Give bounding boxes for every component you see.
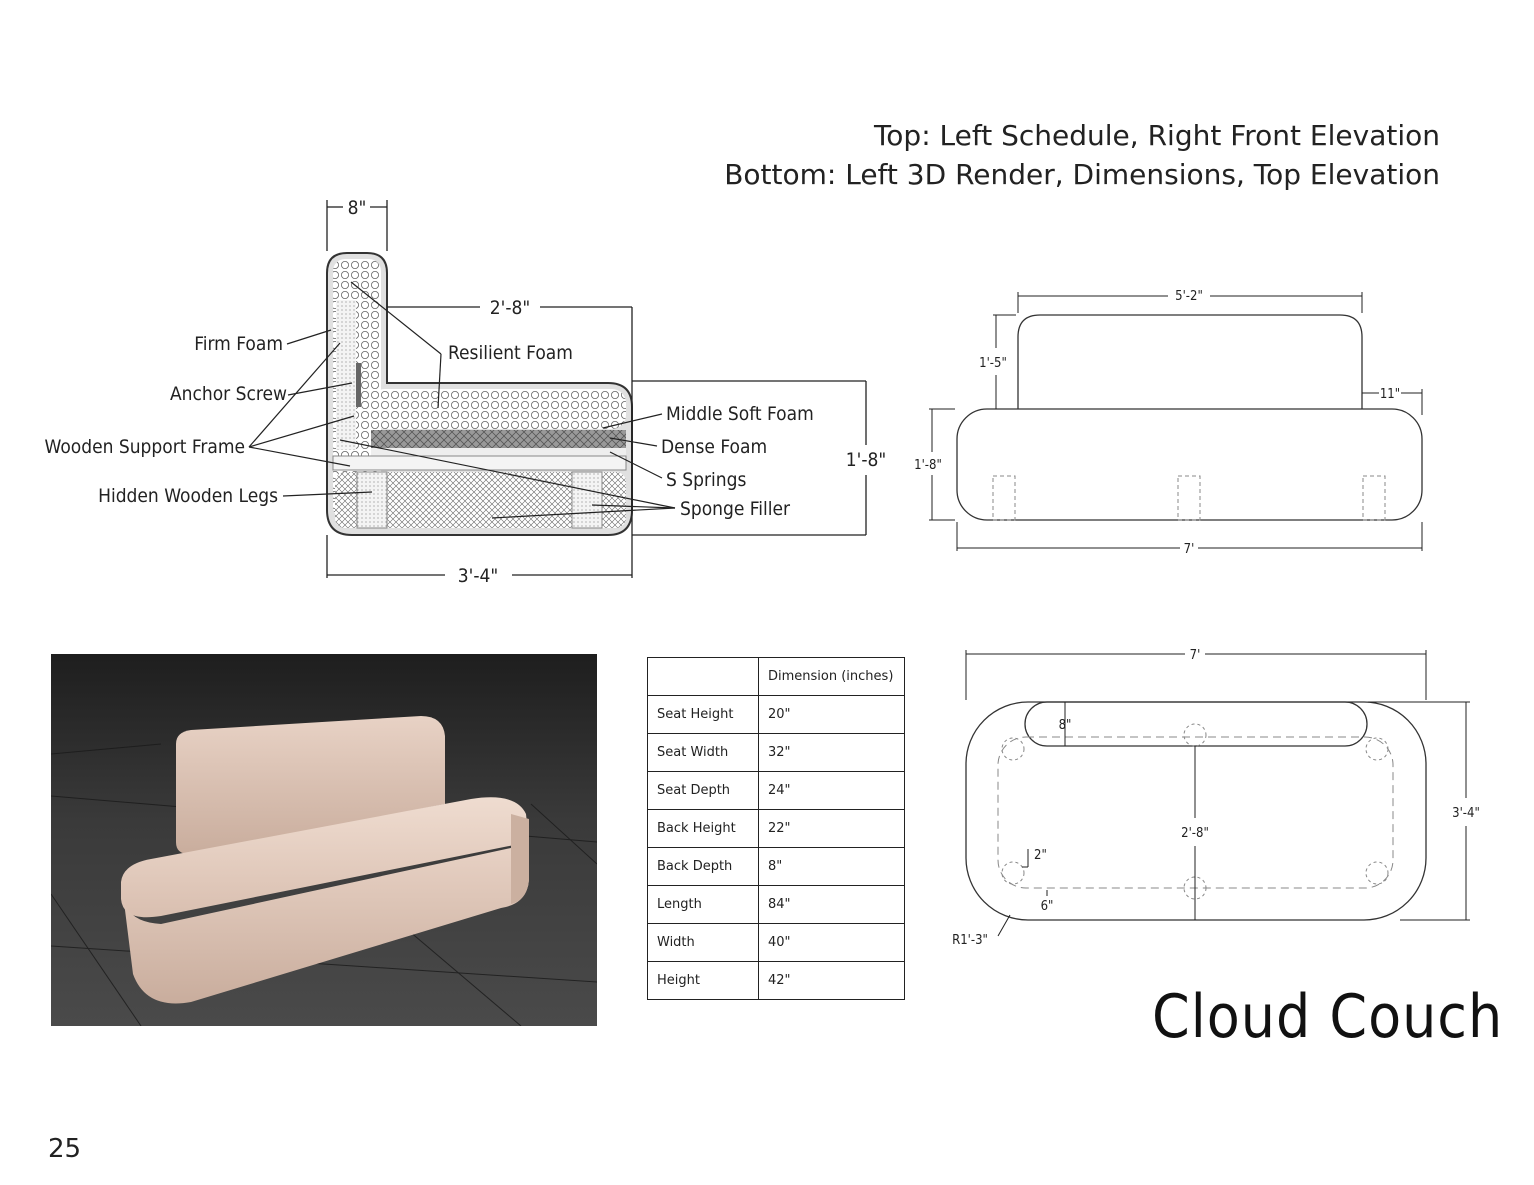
front-dim-7: 7': [1184, 542, 1195, 557]
dim-1-8-label: 1'-8": [846, 449, 886, 471]
row-label: Width: [647, 923, 759, 962]
top-dim-8: 8": [1059, 718, 1072, 733]
top-back-outline: [1024, 701, 1368, 747]
page-header: Top: Left Schedule, Right Front Elevatio…: [724, 116, 1440, 194]
dense-foam-band: [371, 430, 626, 448]
row-label: Back Depth: [647, 847, 759, 886]
row-label: Seat Height: [647, 695, 759, 734]
table-header-dimension: Dimension (inches): [758, 657, 905, 696]
row-label: Height: [647, 961, 759, 1000]
label-hidden-wooden-legs: Hidden Wooden Legs: [98, 485, 278, 507]
label-dense-foam: Dense Foam: [661, 436, 767, 458]
row-label: Length: [647, 885, 759, 924]
row-label: Seat Width: [647, 733, 759, 772]
front-dim-11: 11": [1380, 387, 1400, 402]
label-sponge-filler: Sponge Filler: [680, 498, 791, 520]
row-value: 42": [758, 961, 905, 1000]
seat-resilient-foam: [371, 389, 626, 429]
sponge-filler: [335, 472, 626, 528]
top-dim-3-4: 3'-4": [1452, 806, 1480, 821]
dim-seat-depth: 2'-8": [387, 297, 633, 578]
row-value: 22": [758, 809, 905, 848]
header-line-1: Top: Left Schedule, Right Front Elevatio…: [873, 119, 1440, 152]
section-drawing: 8" 2'-8" 3'-4" 1'-8": [45, 197, 887, 587]
row-value: 24": [758, 771, 905, 810]
table-header-row: Dimension (inches): [647, 657, 905, 696]
row-value: 20": [758, 695, 905, 734]
label-middle-soft-foam: Middle Soft Foam: [666, 403, 814, 425]
label-wooden-support-frame: Wooden Support Frame: [45, 436, 245, 458]
top-dim-2-8: 2'-8": [1181, 826, 1209, 841]
dim-seat-height: 1'-8": [632, 380, 886, 536]
label-s-springs: S Springs: [666, 469, 746, 491]
front-dim-1-5: 1'-5": [979, 356, 1007, 371]
front-back-outline: [1017, 314, 1363, 409]
row-value: 40": [758, 923, 905, 962]
top-outline: [965, 701, 1427, 921]
table-header-empty: [647, 657, 759, 696]
front-dim-5-2: 5'-2": [1175, 289, 1203, 304]
top-dim-7: 7': [1190, 648, 1201, 663]
label-anchor-screw: Anchor Screw: [170, 383, 287, 405]
render-seat-front: [123, 844, 529, 1004]
dim-total-depth: 3'-4": [326, 535, 632, 587]
label-resilient-foam: Resilient Foam: [448, 342, 573, 364]
top-elevation: 7' 8" 2'-8" 3'-4" 2" 6" R1'-3": [952, 648, 1480, 948]
row-value: 8": [758, 847, 905, 886]
row-label: Back Height: [647, 809, 759, 848]
middle-soft-foam-band: [371, 448, 626, 456]
render-seat-top: [121, 797, 529, 918]
top-dim-6: 6": [1041, 899, 1054, 914]
dim-8-label: 8": [348, 197, 367, 219]
dim-3-4-label: 3'-4": [458, 565, 498, 587]
dim-back-width: 8": [326, 197, 388, 251]
couch-3d-render: [51, 654, 597, 1026]
product-title: Cloud Couch: [1152, 982, 1504, 1052]
leader-lines: [248, 281, 676, 519]
dim-2-8-label: 2'-8": [490, 297, 530, 319]
render-scene: [51, 716, 597, 1026]
page-number: 25: [48, 1134, 82, 1164]
firm-foam: [336, 300, 356, 450]
front-elevation: 5'-2" 1'-5" 11" 1'-8" 7': [914, 289, 1423, 557]
row-value: 32": [758, 733, 905, 772]
hidden-leg-right: [571, 471, 603, 529]
row-label: Seat Depth: [647, 771, 759, 810]
front-legs: [992, 475, 1386, 521]
label-firm-foam: Firm Foam: [194, 333, 283, 355]
anchor-screw: [352, 363, 361, 407]
top-dim-radius: R1'-3": [952, 933, 988, 948]
top-dim-2: 2": [1034, 848, 1047, 863]
row-value: 84": [758, 885, 905, 924]
header-line-2: Bottom: Left 3D Render, Dimensions, Top …: [724, 158, 1440, 191]
hidden-leg-left: [356, 471, 388, 529]
front-seat-outline: [956, 408, 1423, 521]
front-dim-1-8: 1'-8": [914, 458, 942, 473]
top-legs: [1001, 723, 1389, 900]
